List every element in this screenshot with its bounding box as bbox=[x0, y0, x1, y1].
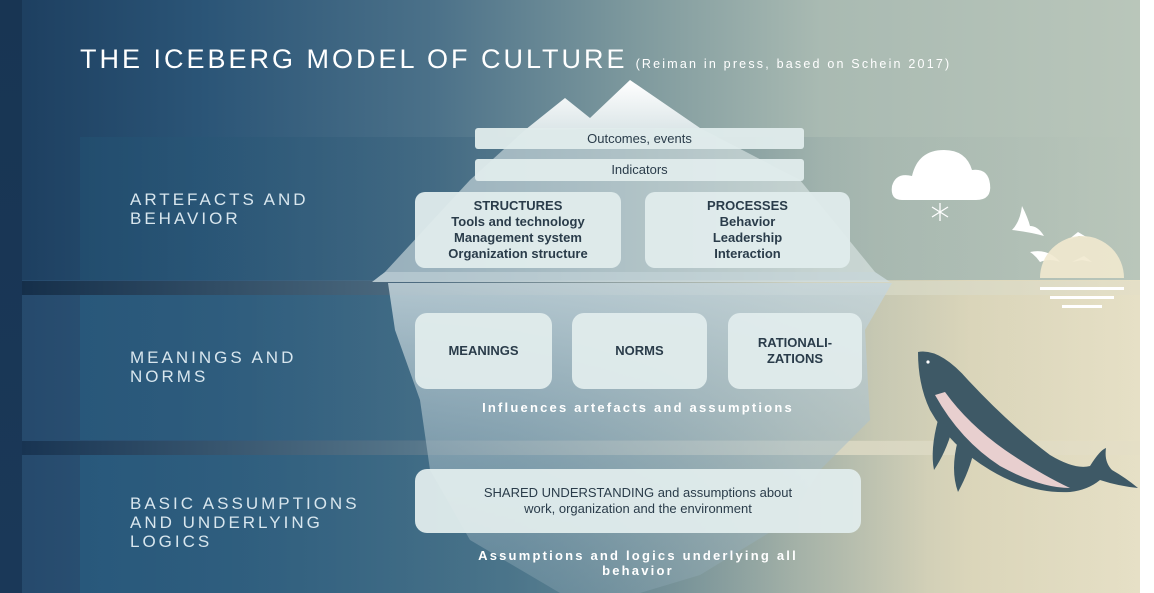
layer-label-meanings: MEANINGS AND NORMS bbox=[130, 348, 297, 386]
layer-label-artefacts: ARTEFACTS AND BEHAVIOR bbox=[130, 190, 309, 228]
title-main-emph: EL OF CULTURE bbox=[378, 44, 628, 74]
layer-label-assumptions: BASIC ASSUMPTIONS AND UNDERLYING LOGICS bbox=[130, 494, 360, 551]
whale-icon bbox=[918, 351, 1138, 493]
snowflake-icon bbox=[931, 203, 949, 221]
title-main-plain: THE ICEBERG MOD bbox=[80, 44, 379, 74]
box-indicators: Indicators bbox=[475, 159, 804, 181]
title-main: THE ICEBERG MODEL OF CULTURE bbox=[80, 44, 628, 74]
box-outcomes-events: Outcomes, events bbox=[475, 128, 804, 149]
cloud-icon bbox=[891, 150, 991, 200]
box-meanings: MEANINGS bbox=[415, 313, 552, 389]
box-structures: STRUCTURES Tools and technology Manageme… bbox=[415, 192, 621, 268]
caption-influences: Influences artefacts and assumptions bbox=[482, 400, 794, 415]
box-processes: PROCESSES Behavior Leadership Interactio… bbox=[645, 192, 850, 268]
box-rationalizations: RATIONALI- ZATIONS bbox=[728, 313, 862, 389]
diagram-title: THE ICEBERG MODEL OF CULTURE (Reiman in p… bbox=[80, 44, 951, 75]
box-norms: NORMS bbox=[572, 313, 707, 389]
title-source: (Reiman in press, based on Schein 2017) bbox=[635, 57, 952, 71]
box-shared-understanding: SHARED UNDERSTANDING and assumptions abo… bbox=[415, 469, 861, 533]
left-edge-strip bbox=[0, 0, 22, 593]
caption-underlying: Assumptions and logics underlying all be… bbox=[478, 548, 798, 578]
sun-icon bbox=[1040, 236, 1124, 308]
